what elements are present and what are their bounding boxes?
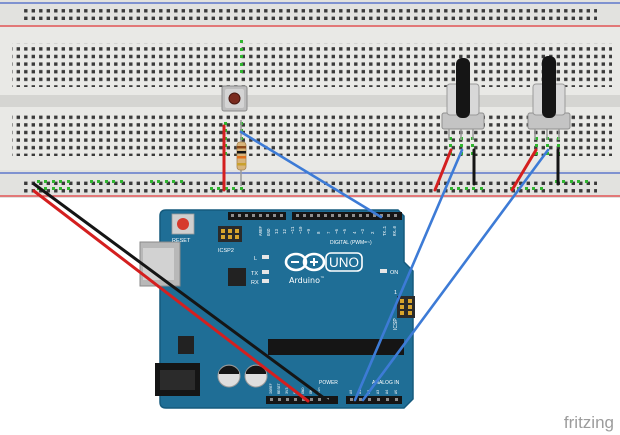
led-rx-label: RX <box>251 280 259 286</box>
breadboard <box>0 0 620 198</box>
power-pin-label: Vin <box>317 388 322 394</box>
digital-pin-label: ~5 <box>344 228 348 234</box>
analog-pin-label: A5 <box>395 390 399 394</box>
icsp2-header <box>218 226 242 242</box>
led-l-label: L <box>254 256 257 262</box>
digital-header-label: DIGITAL (PWM=~) <box>330 240 372 246</box>
arduino-uno-board: RESET ICSP2 AREF GND 13 12 ~11 ~10 ~9 8 … <box>139 209 415 409</box>
long-jumper-wires <box>32 130 550 403</box>
atmega-chip <box>268 339 404 355</box>
pushbutton-icon[interactable] <box>221 85 248 112</box>
digital-header-pins <box>231 214 397 217</box>
center-channel <box>0 95 620 107</box>
usb-chip <box>228 268 246 286</box>
digital-pin-label: ~6 <box>336 228 340 234</box>
top-rail-holes <box>22 8 597 24</box>
lower-terminal-holes <box>12 112 612 156</box>
analog-pin-label: A3 <box>377 390 381 394</box>
digital-pin-label: 13 <box>276 228 280 234</box>
button-signal-blue-wire <box>239 130 383 219</box>
icsp2-label: ICSP2 <box>218 248 234 254</box>
led-on-label: ON <box>390 270 398 276</box>
icsp-header <box>397 296 415 318</box>
digital-pin-label: ~9 <box>308 228 312 234</box>
potentiometer-2-icon[interactable] <box>527 56 571 140</box>
digital-pin-label: 8 <box>318 231 322 234</box>
status-leds <box>262 255 387 283</box>
potentiometer-1-icon[interactable] <box>441 58 485 140</box>
analog-pin-label: A1 <box>359 390 363 394</box>
bottom-rail-holes <box>22 178 597 194</box>
regulator-chip <box>178 336 194 354</box>
icsp-label: ICSP <box>393 318 399 330</box>
icsp-pin-one-label: 1 <box>394 290 397 296</box>
fritzing-watermark: fritzing <box>564 413 614 432</box>
analog-header-label: ANALOG IN <box>372 380 400 386</box>
reset-label: RESET <box>172 238 191 244</box>
digital-pin-label: TX→1 <box>384 225 388 236</box>
pot1-red-wire <box>433 148 453 192</box>
digital-pin-label: 4 <box>354 231 358 234</box>
digital-pin-label: 2 <box>372 231 376 234</box>
aref-pin-label: AREF <box>260 225 264 236</box>
uno-label: UNO <box>329 255 359 270</box>
digital-pin-label: 7 <box>328 231 332 234</box>
analog-pin-label: A4 <box>386 390 390 394</box>
power-header-label: POWER <box>319 380 338 386</box>
power-pin-label: RESET <box>278 382 282 394</box>
power-pin-label: IOREF <box>270 383 274 394</box>
pot2-signal-blue-wire <box>361 148 550 402</box>
digital-header-left <box>228 212 286 220</box>
pot1-signal-blue-wire <box>353 148 464 402</box>
uno-badge <box>325 252 363 272</box>
analog-header <box>346 396 402 404</box>
power-pin-label: 3V3 <box>286 388 290 394</box>
digital-pin-label: ~11 <box>292 226 296 234</box>
analog-pin-label: A0 <box>350 390 354 394</box>
board-outline <box>159 209 414 409</box>
gnd-pin-label: GND <box>268 228 272 236</box>
five-volt-red-wire <box>32 189 310 403</box>
arduino-brand-label: Arduino™ <box>289 276 325 285</box>
led-tx-label: TX <box>251 271 258 277</box>
pot2-red-wire <box>510 148 538 192</box>
digital-pin-labels: AREF GND 13 12 ~11 ~10 ~9 8 7 ~6 ~5 4 ~3… <box>260 225 398 236</box>
digital-pin-label: RX←0 <box>394 225 398 236</box>
digital-pin-label: ~10 <box>300 226 304 234</box>
digital-pin-label: 12 <box>284 228 288 234</box>
power-pin-label: GND <box>302 388 306 394</box>
ground-black-wire <box>32 182 330 403</box>
digital-pin-label: ~3 <box>362 228 366 234</box>
breadboard-jumper-wires <box>222 124 560 192</box>
upper-terminal-holes <box>12 43 612 87</box>
arduino-logo-icon <box>284 252 326 272</box>
